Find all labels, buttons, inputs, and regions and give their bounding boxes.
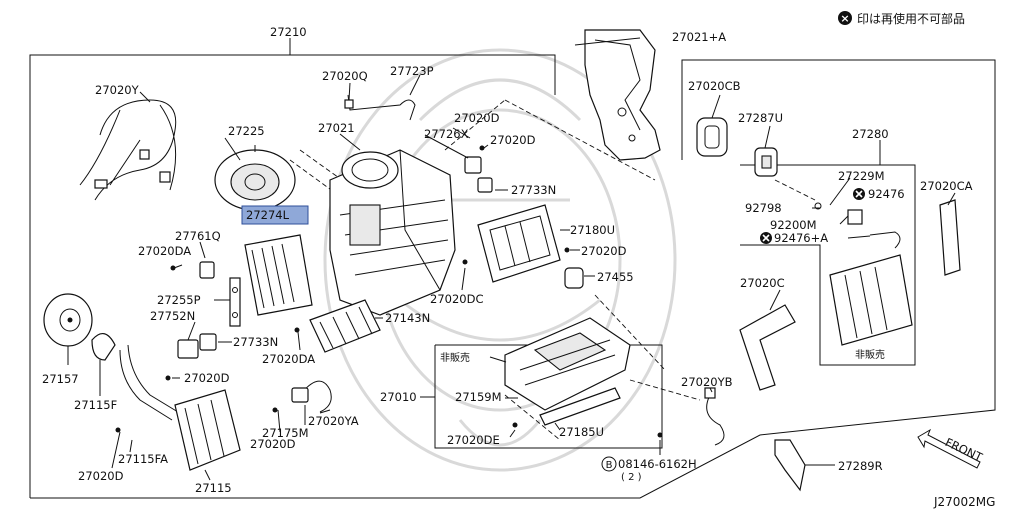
label-27726x: 27726X (424, 127, 469, 141)
part-evap-case-27180u (477, 204, 561, 283)
label-27020d-6: 27020D (78, 469, 124, 483)
label-27020da-2: 27020DA (262, 352, 315, 366)
label-27020d-4: 27020D (184, 371, 230, 385)
label-92200m: 92200M (770, 218, 817, 232)
label-27157: 27157 (42, 372, 79, 386)
part-duct-27020c (739, 304, 796, 391)
part-duct-27289r (774, 439, 806, 492)
label-27020y: 27020Y (95, 83, 140, 97)
part-actuators (177, 156, 493, 359)
leader-lines (67, 37, 956, 481)
label-27020ca: 27020CA (920, 179, 973, 193)
label-27274l: 27274L (246, 208, 290, 222)
label-27020d-5: 27020D (250, 437, 296, 451)
label-27255p: 27255P (157, 293, 201, 307)
label-92476a: 92476+A (774, 231, 828, 245)
non-reusable-marks (760, 188, 865, 244)
label-27289r: 27289R (838, 459, 883, 473)
label-27225: 27225 (228, 124, 265, 138)
note-mark: × (840, 12, 849, 25)
label-27229m: 27229M (838, 169, 885, 183)
part-harness-27020y (79, 99, 177, 201)
part-harness-27020ya (291, 380, 332, 413)
label-27210: 27210 (270, 25, 307, 39)
label-92476: 92476 (868, 187, 905, 201)
label-27020d-1: 27020D (454, 111, 500, 125)
front-arrow (917, 428, 981, 469)
part-filter-27143n (309, 299, 381, 353)
label-27185u: 27185U (559, 425, 604, 439)
label-27723p: 27723P (390, 64, 434, 78)
part-filter-27274l (244, 234, 313, 316)
label-27020da-1: 27020DA (138, 244, 191, 258)
label-27143n: 27143N (385, 311, 430, 325)
part-heater-core-27115 (119, 344, 241, 471)
part-heater-unit-27021 (329, 149, 456, 316)
fasteners (115, 145, 663, 438)
label-27020d-2: 27020D (490, 133, 536, 147)
label-27020q: 27020Q (322, 69, 368, 83)
label-27115fa: 27115FA (118, 452, 168, 466)
part-bracket-27020ca (939, 199, 961, 276)
part-evaporator-27280 (814, 202, 913, 346)
label-27021: 27021 (318, 121, 355, 135)
label-27115f: 27115F (74, 398, 117, 412)
annotation-not-sold-2: 非販売 (855, 348, 885, 361)
label-27020yb: 27020YB (681, 375, 733, 389)
label-27159m: 27159M (455, 390, 502, 404)
label-27180u: 27180U (570, 223, 615, 237)
part-lower-unit-27010 (504, 317, 631, 426)
watermark-emblem (323, 48, 677, 472)
label-27287u: 27287U (738, 111, 783, 125)
label-27020d-3: 27020D (581, 244, 627, 258)
part-blower-27225 (214, 145, 296, 211)
label-27020dc: 27020DC (430, 292, 483, 306)
label-08146-mark: B (606, 460, 613, 471)
label-08146-qty: ( 2 ) (621, 472, 642, 483)
label-92798: 92798 (745, 201, 782, 215)
label-27020cb: 27020CB (688, 79, 741, 93)
label-27280: 27280 (852, 127, 889, 141)
part-27157 (43, 293, 93, 347)
label-27020c: 27020C (740, 276, 785, 290)
front-label: FRONT (943, 435, 985, 465)
label-27733n-1: 27733N (511, 183, 556, 197)
part-bracket-27255p (229, 277, 241, 327)
label-27175m: 27175M (262, 426, 309, 440)
part-seal-27115f (91, 333, 116, 361)
label-27115: 27115 (195, 481, 232, 495)
part-sensor-27455 (564, 267, 584, 289)
label-27455: 27455 (597, 270, 634, 284)
part-seal-27020cb (696, 117, 778, 177)
bolt-mark-circle (601, 456, 617, 472)
part-harness-27723p (344, 94, 416, 121)
highlight-27274l (241, 205, 309, 225)
label-27021a: 27021+A (672, 30, 726, 44)
annotation-not-sold-1: 非販売 (440, 351, 470, 364)
header-note: × 印は再使用不可部品 (838, 11, 965, 26)
label-08146: 08146-6162H (618, 457, 697, 471)
part-duct-27021a (584, 29, 661, 161)
part-labels: 27210 27021+A 27020Y 27020Q 27723P 27225… (42, 25, 973, 495)
note-text: 印は再使用不可部品 (857, 11, 965, 26)
label-27010: 27010 (380, 390, 417, 404)
diagram-code: J27002MG (933, 495, 995, 509)
label-27733n-2: 27733N (233, 335, 278, 349)
label-27761q: 27761Q (175, 229, 221, 243)
label-27020ya: 27020YA (308, 414, 359, 428)
label-27020de: 27020DE (447, 433, 500, 447)
label-27752n: 27752N (150, 309, 195, 323)
part-harness-27020yb (704, 387, 725, 446)
guide-lines (289, 99, 816, 441)
